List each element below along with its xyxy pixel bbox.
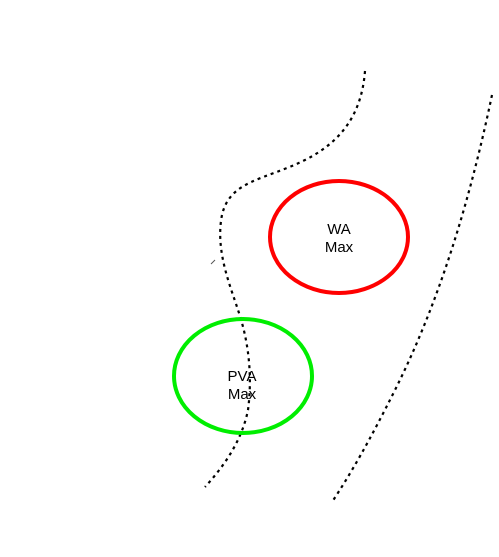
pva-max-label-line2: Max (228, 386, 257, 403)
pva-max-label-line1: PVA (228, 368, 257, 385)
wa-max-region: WA Max (268, 179, 410, 295)
right-boundary-curve (331, 94, 494, 503)
wa-max-label-line2: Max (325, 239, 354, 256)
left-boundary-curve (204, 70, 367, 488)
wa-max-label-line1: WA (327, 221, 351, 238)
wa-max-ellipse (268, 179, 410, 295)
pva-max-ellipse (172, 317, 314, 435)
small-tick-mark (210, 259, 216, 265)
pva-max-region: PVA Max (172, 317, 314, 435)
